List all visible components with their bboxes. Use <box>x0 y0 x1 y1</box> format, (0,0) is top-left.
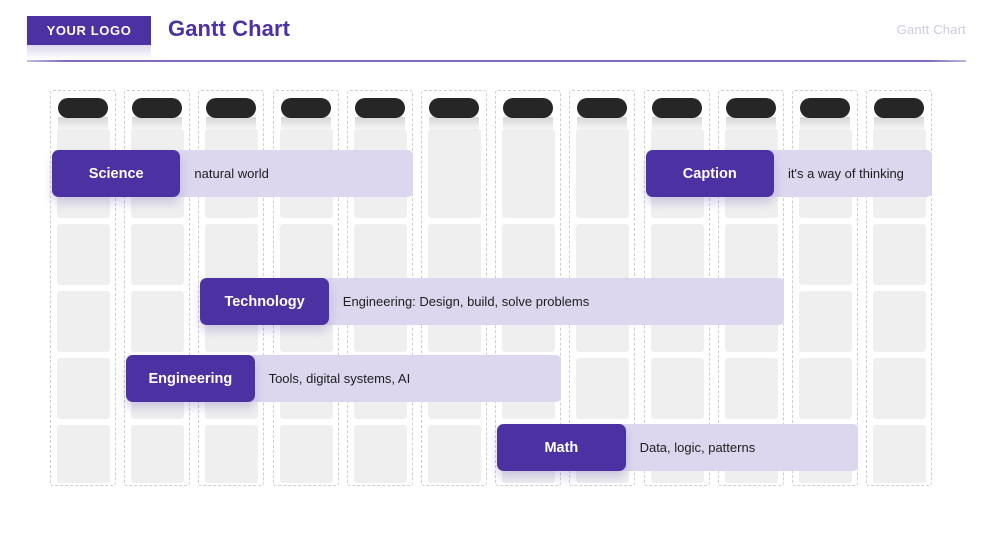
grid-cell[interactable] <box>205 224 259 285</box>
gantt-bar-label[interactable]: Engineering <box>126 355 255 402</box>
grid-cell[interactable] <box>873 224 927 285</box>
logo-badge-shadow <box>27 45 151 59</box>
gantt-bar[interactable]: Technology Engineering: Design, build, so… <box>200 278 784 325</box>
grid-cell[interactable] <box>428 224 481 285</box>
grid-cell[interactable] <box>650 358 704 419</box>
column-header-pill-5[interactable] <box>354 98 405 118</box>
column-header-pill-2[interactable] <box>132 98 183 118</box>
gantt-bar-label[interactable]: Science <box>52 150 181 197</box>
grid-cell[interactable] <box>873 358 927 419</box>
grid-cell[interactable] <box>131 224 185 285</box>
gantt-bar-description: natural world <box>194 166 269 181</box>
grid-cell[interactable] <box>57 358 110 419</box>
grid-cell[interactable] <box>131 425 185 483</box>
gantt-bar[interactable]: Engineering Tools, digital systems, AI <box>126 355 562 402</box>
gantt-bar-label[interactable]: Caption <box>645 150 774 197</box>
grid-cell[interactable] <box>57 291 110 352</box>
gantt-bar-description: Tools, digital systems, AI <box>268 371 411 386</box>
gantt-chart: Science natural world Caption it's a way of… <box>50 90 940 486</box>
grid-cell[interactable] <box>353 425 407 483</box>
column-header-pill-12[interactable] <box>874 98 925 118</box>
logo-badge[interactable]: YOUR LOGO <box>27 16 151 45</box>
gantt-bar-label[interactable]: Math <box>497 424 626 471</box>
gantt-bar[interactable]: Math Data, logic, patterns <box>497 424 859 471</box>
grid-cell[interactable] <box>57 224 110 285</box>
column-header-pill-3[interactable] <box>206 98 257 118</box>
page-title: Gantt Chart <box>168 16 291 41</box>
grid-cell[interactable] <box>576 129 630 218</box>
gantt-bar-description: Data, logic, patterns <box>639 440 756 455</box>
gantt-bar-label[interactable]: Technology <box>200 278 329 325</box>
column-header-pill-10[interactable] <box>725 98 776 118</box>
grid-cell[interactable] <box>724 224 778 285</box>
grid-cell[interactable] <box>873 425 927 483</box>
grid-cell[interactable] <box>576 358 630 419</box>
grid-cell[interactable] <box>873 291 927 352</box>
header-divider <box>27 60 966 62</box>
grid-cell[interactable] <box>502 129 556 218</box>
column-header-pill-7[interactable] <box>503 98 554 118</box>
grid-cell[interactable] <box>279 224 333 285</box>
grid-cell[interactable] <box>57 425 110 483</box>
gantt-bar[interactable]: Caption it's a way of thinking <box>645 150 933 197</box>
page-header: YOUR LOGO Gantt Chart Gantt Chart <box>0 0 993 66</box>
grid-cell[interactable] <box>576 224 630 285</box>
column-header-pill-6[interactable] <box>429 98 479 118</box>
grid-cell[interactable] <box>428 425 481 483</box>
grid-cell[interactable] <box>353 224 407 285</box>
gantt-bar-description: Engineering: Design, build, solve proble… <box>342 294 590 309</box>
grid-cell[interactable] <box>205 425 259 483</box>
grid-cell[interactable] <box>279 425 333 483</box>
grid-cell[interactable] <box>799 358 852 419</box>
column-header-pill-9[interactable] <box>651 98 702 118</box>
grid-cell[interactable] <box>799 224 852 285</box>
gantt-bar-description: it's a way of thinking <box>787 166 904 181</box>
column-header-pill-1[interactable] <box>58 98 108 118</box>
column-header-pill-8[interactable] <box>577 98 628 118</box>
grid-cell[interactable] <box>428 129 481 218</box>
watermark-label: Gantt Chart <box>896 22 966 37</box>
grid-cell[interactable] <box>799 291 852 352</box>
grid-cell[interactable] <box>650 224 704 285</box>
logo-label: YOUR LOGO <box>46 23 132 38</box>
grid-cell[interactable] <box>131 291 185 352</box>
gantt-bar[interactable]: Science natural world <box>52 150 413 197</box>
grid-cell[interactable] <box>724 358 778 419</box>
column-header-pill-11[interactable] <box>800 98 850 118</box>
column-header-pill-4[interactable] <box>280 98 331 118</box>
grid-cell[interactable] <box>502 224 556 285</box>
